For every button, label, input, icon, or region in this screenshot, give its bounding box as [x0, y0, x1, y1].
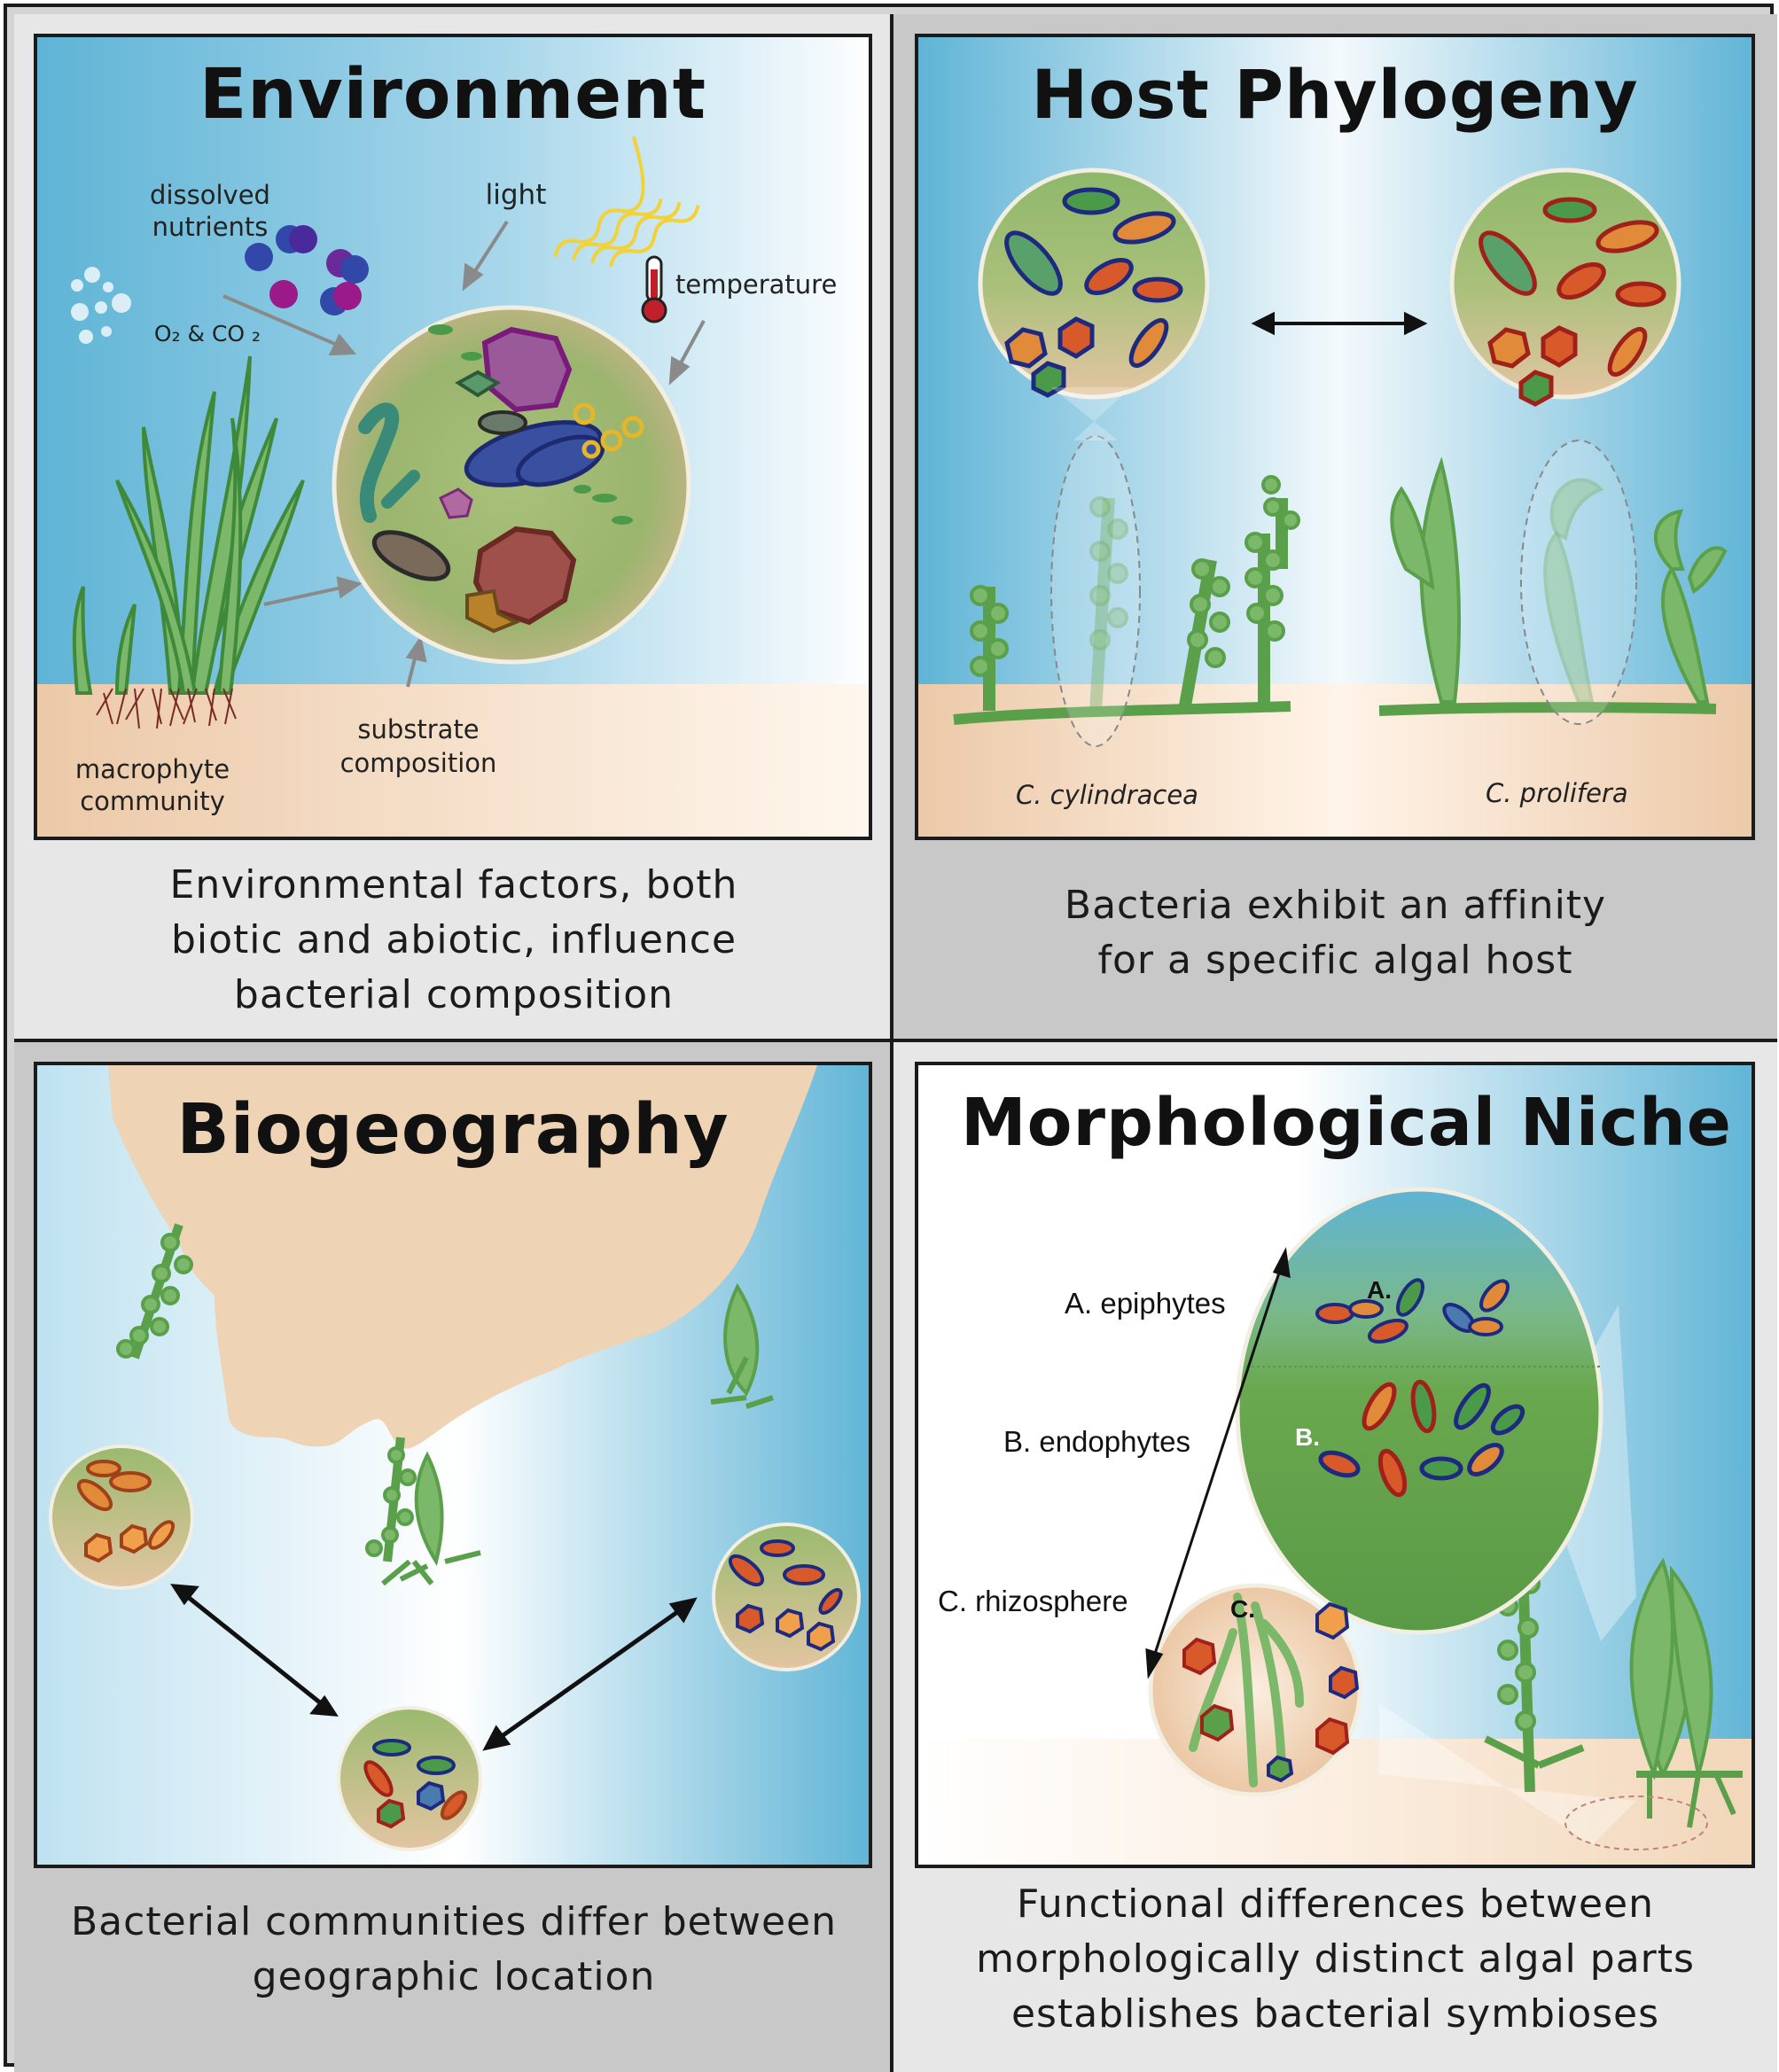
biogeography-caption-line-1: Bacterial communities differ between — [71, 1899, 837, 1944]
biogeography-caption: Bacterial communities differ between geo… — [14, 1895, 893, 2005]
host-phylogeny-illustration — [918, 37, 1752, 837]
morphological-niche-caption: Functional differences between morpholog… — [893, 1877, 1777, 2042]
rhizosphere-zoom-beam — [1379, 1703, 1636, 1845]
macrophyte-roots — [96, 688, 237, 729]
factor-arrows — [222, 220, 706, 688]
morphological-niche-caption-line-3: establishes bacterial symbioses — [1010, 1991, 1660, 2037]
morphological-niche-caption-line-2: morphologically distinct algal parts — [976, 1936, 1695, 1982]
prolifera-microbiome-circle — [1449, 167, 1681, 407]
temperature-label: temperature — [675, 269, 838, 300]
dissolved-line-2: nutrients — [152, 212, 269, 242]
macrophyte-line-1: macrophyte — [74, 754, 230, 784]
morphological-niche-caption-line-1: Functional differences between — [1016, 1881, 1655, 1927]
nutrient-molecules-icon — [245, 225, 369, 315]
host-phylogeny-panel: Host Phylogeny C. cylindracea C. prolife… — [915, 34, 1755, 840]
biogeography-illustration — [37, 1065, 869, 1865]
host-phylogeny-caption-line-2: for a specific algal host — [1097, 938, 1573, 983]
location-circle-center — [337, 1706, 482, 1851]
caulerpa-cylindracea-alga — [953, 475, 1300, 725]
quadrant-morphological-niche: Morphological Niche A. epiphytes B. endo… — [893, 1042, 1777, 2072]
morphological-niche-illustration — [918, 1065, 1752, 1865]
biogeography-algae — [116, 1223, 774, 1586]
macrophyte-community-label: macrophyte community — [64, 753, 241, 817]
figure-frame: Environment dissolved nutrients O₂ & CO … — [4, 4, 1777, 2072]
environment-caption: Environmental factors, both biotic and a… — [14, 858, 893, 1023]
rhizosphere-highlight — [1564, 1795, 1708, 1850]
quadrant-biogeography: Biogeography Bacterial communities diffe… — [14, 1042, 893, 2072]
biogeography-title: Biogeography — [176, 1090, 730, 1170]
quadrant-host-phylogeny: Host Phylogeny C. cylindracea C. prolife… — [893, 14, 1777, 1042]
label-epiphytes: A. epiphytes — [1065, 1287, 1226, 1320]
epiphyte-endophyte-circle — [1235, 1187, 1603, 1635]
cylindracea-sample-highlight — [1050, 435, 1141, 747]
dissolved-nutrients-label: dissolved nutrients — [126, 179, 294, 243]
environment-caption-line-2: biotic and abiotic, influence — [170, 917, 737, 962]
environment-caption-line-3: bacterial composition — [233, 972, 675, 1017]
environment-panel: Environment dissolved nutrients O₂ & CO … — [34, 34, 872, 840]
morphological-niche-panel: Morphological Niche A. epiphytes B. endo… — [915, 1062, 1755, 1868]
host-phylogeny-title: Host Phylogeny — [1031, 55, 1639, 134]
gases-label: O₂ & CO ₂ — [153, 321, 261, 347]
macrophyte-seagrass — [72, 355, 305, 695]
host-phylogeny-caption-line-1: Bacteria exhibit an affinity — [1064, 883, 1607, 928]
biogeography-panel: Biogeography — [34, 1062, 872, 1868]
cylindracea-zoom-beam — [1051, 387, 1131, 440]
light-waves-icon — [553, 136, 700, 268]
environment-caption-line-1: Environmental factors, both — [169, 862, 738, 907]
oxygen-bubbles-icon — [71, 267, 131, 344]
morphological-niche-title: Morphological Niche — [961, 1085, 1732, 1161]
light-label: light — [485, 179, 547, 211]
environment-illustration — [37, 37, 869, 837]
substrate-line-1: substrate — [357, 714, 480, 744]
species-label-prolifera: C. prolifera — [1486, 778, 1628, 808]
marker-b: B. — [1295, 1423, 1320, 1451]
location-circle-west — [49, 1445, 194, 1590]
label-endophytes: B. endophytes — [1003, 1425, 1190, 1458]
substrate-line-2: composition — [339, 748, 497, 778]
caulerpa-prolifera-alga — [1378, 456, 1728, 716]
comparison-arrow — [1251, 311, 1428, 336]
substrate-composition-label: substrate composition — [321, 713, 516, 780]
biogeography-arrows — [170, 1584, 698, 1751]
thermometer-icon — [641, 255, 667, 323]
coastline-land — [108, 1065, 817, 1449]
label-rhizosphere: C. rhizosphere — [938, 1585, 1128, 1617]
environment-title: Environment — [199, 55, 706, 135]
macrophyte-line-2: community — [80, 786, 225, 816]
species-label-cylindracea: C. cylindracea — [1016, 780, 1198, 810]
prolifera-sample-highlight — [1520, 440, 1637, 725]
location-circle-east — [712, 1523, 861, 1671]
host-phylogeny-caption: Bacteria exhibit an affinity for a speci… — [893, 878, 1777, 988]
biogeography-caption-line-2: geographic location — [252, 1954, 656, 1999]
niche-gradient-arrow — [1145, 1247, 1291, 1679]
microbial-community-circle — [332, 305, 691, 665]
marker-a: A. — [1367, 1276, 1392, 1304]
rhizosphere-circle — [1148, 1583, 1362, 1797]
marker-c: C. — [1230, 1595, 1255, 1623]
dissolved-line-1: dissolved — [150, 180, 270, 210]
quadrant-environment: Environment dissolved nutrients O₂ & CO … — [14, 14, 893, 1042]
cylindracea-microbiome-circle — [978, 167, 1210, 400]
